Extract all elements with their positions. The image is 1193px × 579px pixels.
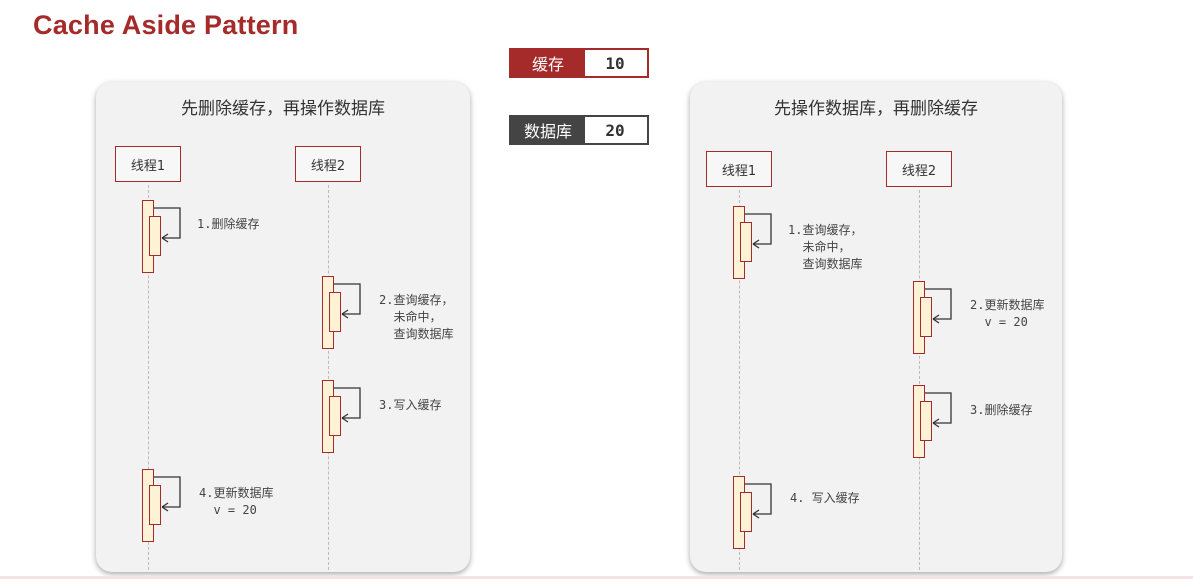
left-activation-1: [142, 200, 161, 273]
right-thread1-box: 线程1: [706, 151, 772, 187]
right-loop-arrow-1: [745, 213, 772, 249]
left-loop-arrow-3: [334, 387, 361, 423]
right-step-3: 3.删除缓存: [970, 403, 1033, 417]
left-loop-arrow-2: [334, 283, 361, 319]
left-activation-4: [142, 469, 161, 542]
left-activation-2-inner: [329, 292, 341, 332]
right-loop-arrow-2: [925, 288, 952, 324]
right-step-2: 2.更新数据库 v = 20: [970, 298, 1045, 329]
bottom-edge: [0, 576, 1193, 579]
right-activation-4-inner: [740, 492, 752, 532]
right-thread1-lifeline: [739, 190, 740, 570]
right-panel-title: 先操作数据库，再删除缓存: [774, 99, 978, 119]
page-title: Cache Aside Pattern: [33, 10, 299, 40]
right-loop-arrow-3: [925, 392, 952, 428]
left-step-3: 3.写入缓存: [379, 398, 442, 412]
left-activation-1-inner: [149, 216, 161, 256]
left-thread2-box: 线程2: [295, 146, 361, 182]
right-thread2-box: 线程2: [886, 151, 952, 187]
right-activation-1: [733, 206, 752, 279]
cache-state: 缓存 10: [509, 48, 649, 78]
right-activation-3-inner: [920, 401, 932, 441]
right-thread2-lifeline: [919, 190, 920, 570]
right-activation-1-inner: [740, 222, 752, 262]
left-activation-2: [322, 276, 341, 349]
right-step-4: 4. 写入缓存: [790, 491, 860, 505]
left-activation-3: [322, 380, 341, 453]
right-loop-arrow-4: [745, 483, 772, 519]
left-thread1-lifeline: [148, 185, 149, 570]
right-activation-3: [913, 385, 932, 458]
db-state: 数据库 20: [509, 115, 649, 145]
cache-label: 缓存: [511, 50, 585, 76]
left-thread1-box: 线程1: [115, 146, 181, 182]
right-step-1: 1.查询缓存， 未命中， 查询数据库: [788, 223, 863, 271]
db-label: 数据库: [511, 117, 585, 143]
left-activation-3-inner: [329, 396, 341, 436]
right-activation-4: [733, 476, 752, 549]
right-activation-2-inner: [920, 297, 932, 337]
right-activation-2: [913, 281, 932, 354]
left-panel: 先删除缓存，再操作数据库 线程1 线程2 1.删除缓存 2.查询缓存， 未命中，…: [96, 82, 470, 572]
left-panel-title: 先删除缓存，再操作数据库: [181, 99, 385, 119]
right-panel: 先操作数据库，再删除缓存 线程1 线程2 1.查询缓存， 未命中， 查询数据库 …: [690, 82, 1062, 572]
left-loop-arrow-1: [154, 207, 181, 243]
cache-value: 10: [585, 50, 645, 76]
left-thread2-lifeline: [328, 185, 329, 570]
left-loop-arrow-4: [154, 476, 181, 512]
left-step-2: 2.查询缓存， 未命中， 查询数据库: [379, 293, 454, 341]
left-step-4: 4.更新数据库 v = 20: [199, 486, 274, 517]
left-step-1: 1.删除缓存: [197, 217, 260, 231]
db-value: 20: [585, 117, 645, 143]
left-activation-4-inner: [149, 485, 161, 525]
